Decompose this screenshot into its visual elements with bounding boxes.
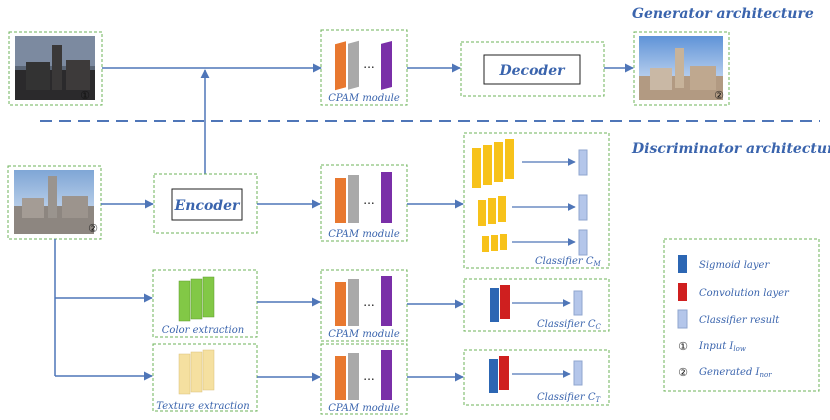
cpam-module-color: ... CPAM module xyxy=(320,269,408,342)
cpam-label: CPAM module xyxy=(328,403,400,414)
decoder-block: Decoder xyxy=(460,41,605,97)
color-extraction-block: Color extraction xyxy=(152,269,258,338)
legend-input-mark: ① xyxy=(678,340,688,353)
cpam-module-texture: ... CPAM module xyxy=(320,343,408,415)
decoder-label: Decoder xyxy=(499,63,567,79)
encoder-label: Encoder xyxy=(174,198,241,214)
cpam-label: CPAM module xyxy=(328,93,400,104)
classifier-cc-label: Classifier CC xyxy=(537,319,601,331)
cpam-module-main: ... CPAM module xyxy=(320,164,408,242)
generated-image: ② xyxy=(633,31,730,106)
cpam-label: CPAM module xyxy=(328,329,400,340)
legend-sigmoid: Sigmoid layer xyxy=(699,260,770,271)
classifier-ct: Classifier CT xyxy=(463,349,610,406)
encoder-block: Encoder xyxy=(153,173,258,234)
discriminator-input-image: ② xyxy=(7,165,102,240)
legend-convolution: Convolution layer xyxy=(699,288,790,299)
input-image: ① xyxy=(8,31,103,106)
generator-title: Generator architecture xyxy=(632,6,814,22)
discriminator-title: Discriminator architecture xyxy=(631,141,830,157)
color-extraction-label: Color extraction xyxy=(162,325,244,336)
convolution-swatch xyxy=(678,283,687,301)
legend: Sigmoid layer Convolution layer Classifi… xyxy=(663,238,820,392)
classifier-cc: Classifier CC xyxy=(463,278,610,332)
texture-extraction-label: Texture extraction xyxy=(156,401,249,412)
legend-input: Input Ilow xyxy=(698,341,746,353)
generated-image-marker: ② xyxy=(714,89,724,102)
legend-generated: Generated Inor xyxy=(699,367,772,379)
cpam-dots: ... xyxy=(363,369,374,383)
cpam-dots: ... xyxy=(363,295,374,309)
discriminator-input-marker: ② xyxy=(88,222,98,235)
classifier-result-swatch xyxy=(677,309,688,329)
cpam-module-generator: ... CPAM module xyxy=(320,29,408,106)
legend-generated-mark: ② xyxy=(678,366,688,379)
legend-classifier-result: Classifier result xyxy=(699,315,780,326)
cpam-dots: ... xyxy=(363,57,374,71)
classifier-ct-label: Classifier CT xyxy=(537,392,601,404)
classifier-cm: Classifier CM xyxy=(463,132,610,269)
cpam-dots: ... xyxy=(363,193,374,207)
texture-extraction-block: Texture extraction xyxy=(152,343,258,412)
cpam-label: CPAM module xyxy=(328,229,400,240)
classifier-cm-label: Classifier CM xyxy=(535,256,601,268)
sigmoid-swatch xyxy=(678,255,687,273)
input-image-marker: ① xyxy=(80,89,90,102)
